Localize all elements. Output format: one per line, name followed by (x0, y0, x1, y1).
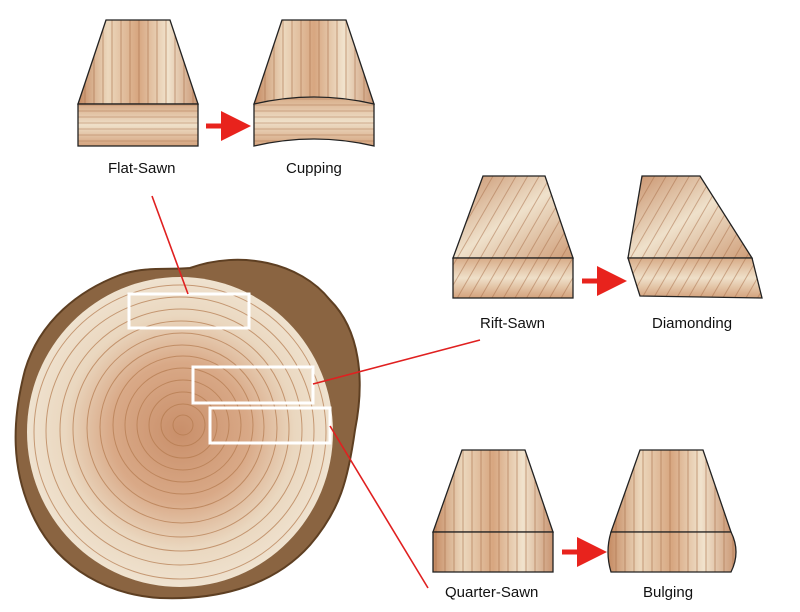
cupping-board (253, 19, 375, 147)
quarter-sawn-board (432, 449, 554, 573)
diamonding-board (627, 175, 763, 299)
log-cross-section (14, 258, 361, 600)
quarter-sawn-cut-box (208, 406, 332, 445)
bulging-board (607, 449, 737, 573)
rift-sawn-leader (312, 339, 481, 385)
rift-sawn-cut-box (191, 365, 315, 405)
label-bulging: Bulging (643, 584, 694, 601)
flat-sawn-board (77, 19, 199, 147)
flat-sawn-leader (151, 195, 189, 295)
rift-sawn-board (452, 175, 574, 299)
label-rift-sawn: Rift-Sawn (480, 315, 546, 332)
flat-sawn-cut-box (127, 292, 251, 330)
growth-rings (33, 284, 327, 580)
label-cupping: Cupping (286, 160, 342, 177)
label-flat-sawn: Flat-Sawn (108, 160, 176, 177)
quarter-sawn-leader (329, 425, 429, 589)
label-diamonding: Diamonding (652, 315, 733, 332)
label-quarter-sawn: Quarter-Sawn (445, 584, 539, 601)
leader-lines (151, 195, 481, 589)
